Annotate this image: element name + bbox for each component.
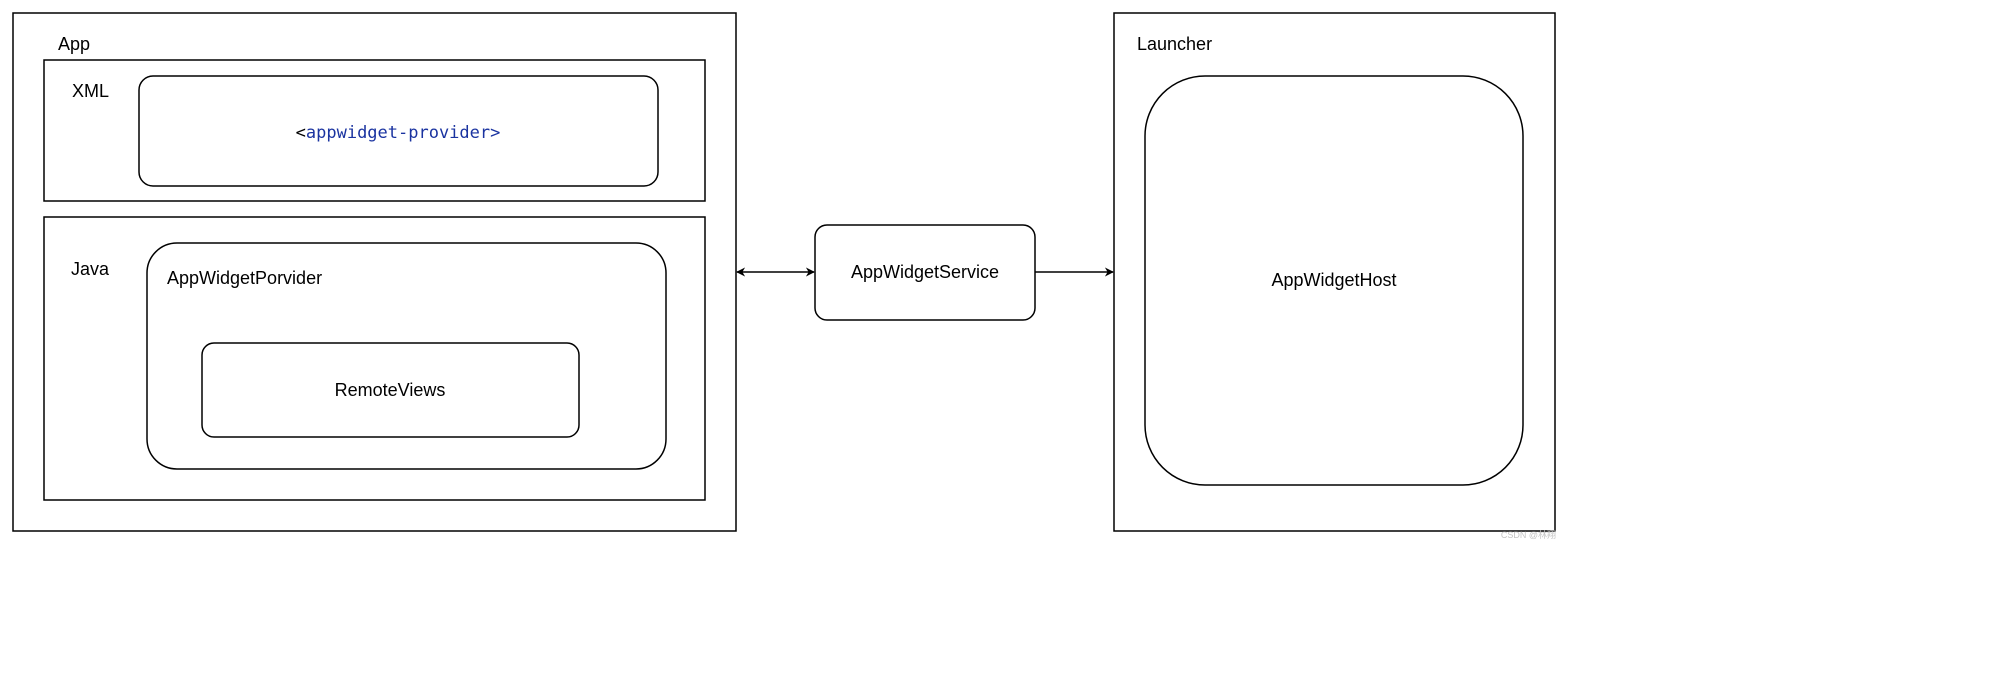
- xml-section: [43, 59, 706, 202]
- appwidget-host-box: [1144, 75, 1524, 486]
- xml-section-label: XML: [72, 81, 109, 101]
- tag-name: appwidget-provider>: [306, 123, 500, 143]
- launcher-container: [1113, 12, 1556, 532]
- remote-views-label: RemoteViews: [335, 380, 446, 400]
- appwidget-host-label: AppWidgetHost: [1271, 270, 1396, 290]
- launcher-title: Launcher: [1137, 34, 1212, 54]
- architecture-diagram: App XML <appwidget-provider> Java AppWid…: [12, 12, 1556, 540]
- appwidget-provider-tag: <appwidget-provider>: [296, 123, 501, 143]
- watermark: CSDN @林翔: [1501, 529, 1556, 540]
- appwidget-provider-box: [138, 75, 659, 187]
- app-title: App: [58, 34, 90, 54]
- tag-open-bracket: <: [296, 123, 306, 143]
- app-container: [12, 12, 737, 532]
- appwidget-service-box: [814, 224, 1036, 321]
- java-section: [43, 216, 706, 501]
- java-section-label: Java: [71, 259, 110, 279]
- appwidget-service-label: AppWidgetService: [851, 262, 999, 282]
- appwidget-provider-class-box: [146, 242, 667, 470]
- remote-views-box: [201, 342, 580, 438]
- appwidget-provider-class-label: AppWidgetPorvider: [167, 268, 322, 288]
